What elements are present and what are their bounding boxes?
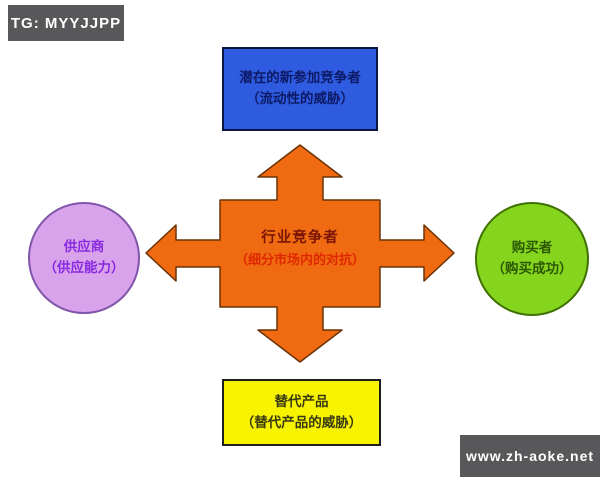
node-industry-competitors-title: 行业竞争者 [261, 230, 339, 246]
node-potential-entrants-title: 潜在的新参加竞争者 [239, 70, 361, 86]
watermark-bottom-right-text: www.zh-aoke.net [465, 448, 595, 464]
node-buyers-subtitle: （购买成功） [491, 261, 573, 276]
node-potential-entrants: 潜在的新参加竞争者 （流动性的威胁） [222, 47, 378, 131]
watermark-top-left: TG: MYYJJPP [8, 5, 124, 41]
node-substitutes-title: 替代产品 [274, 393, 329, 409]
node-industry-competitors: 行业竞争者 （细分市场内的对抗） [225, 227, 375, 271]
node-suppliers-title: 供应商 [63, 239, 105, 255]
node-buyers: 购买者 （购买成功） [475, 202, 589, 316]
node-buyers-title: 购买者 [511, 240, 553, 256]
node-industry-competitors-subtitle: （细分市场内的对抗） [234, 252, 365, 268]
node-suppliers-subtitle: （供应能力） [43, 260, 125, 275]
node-suppliers: 供应商 （供应能力） [28, 202, 140, 314]
watermark-bottom-right: www.zh-aoke.net [460, 435, 600, 477]
node-substitutes-subtitle: （替代产品的威胁） [240, 414, 363, 430]
node-potential-entrants-subtitle: （流动性的威胁） [246, 91, 354, 106]
four-way-arrow-path [145, 144, 455, 363]
node-substitutes: 替代产品 （替代产品的威胁） [222, 379, 381, 446]
watermark-top-left-text: TG: MYYJJPP [10, 14, 122, 32]
